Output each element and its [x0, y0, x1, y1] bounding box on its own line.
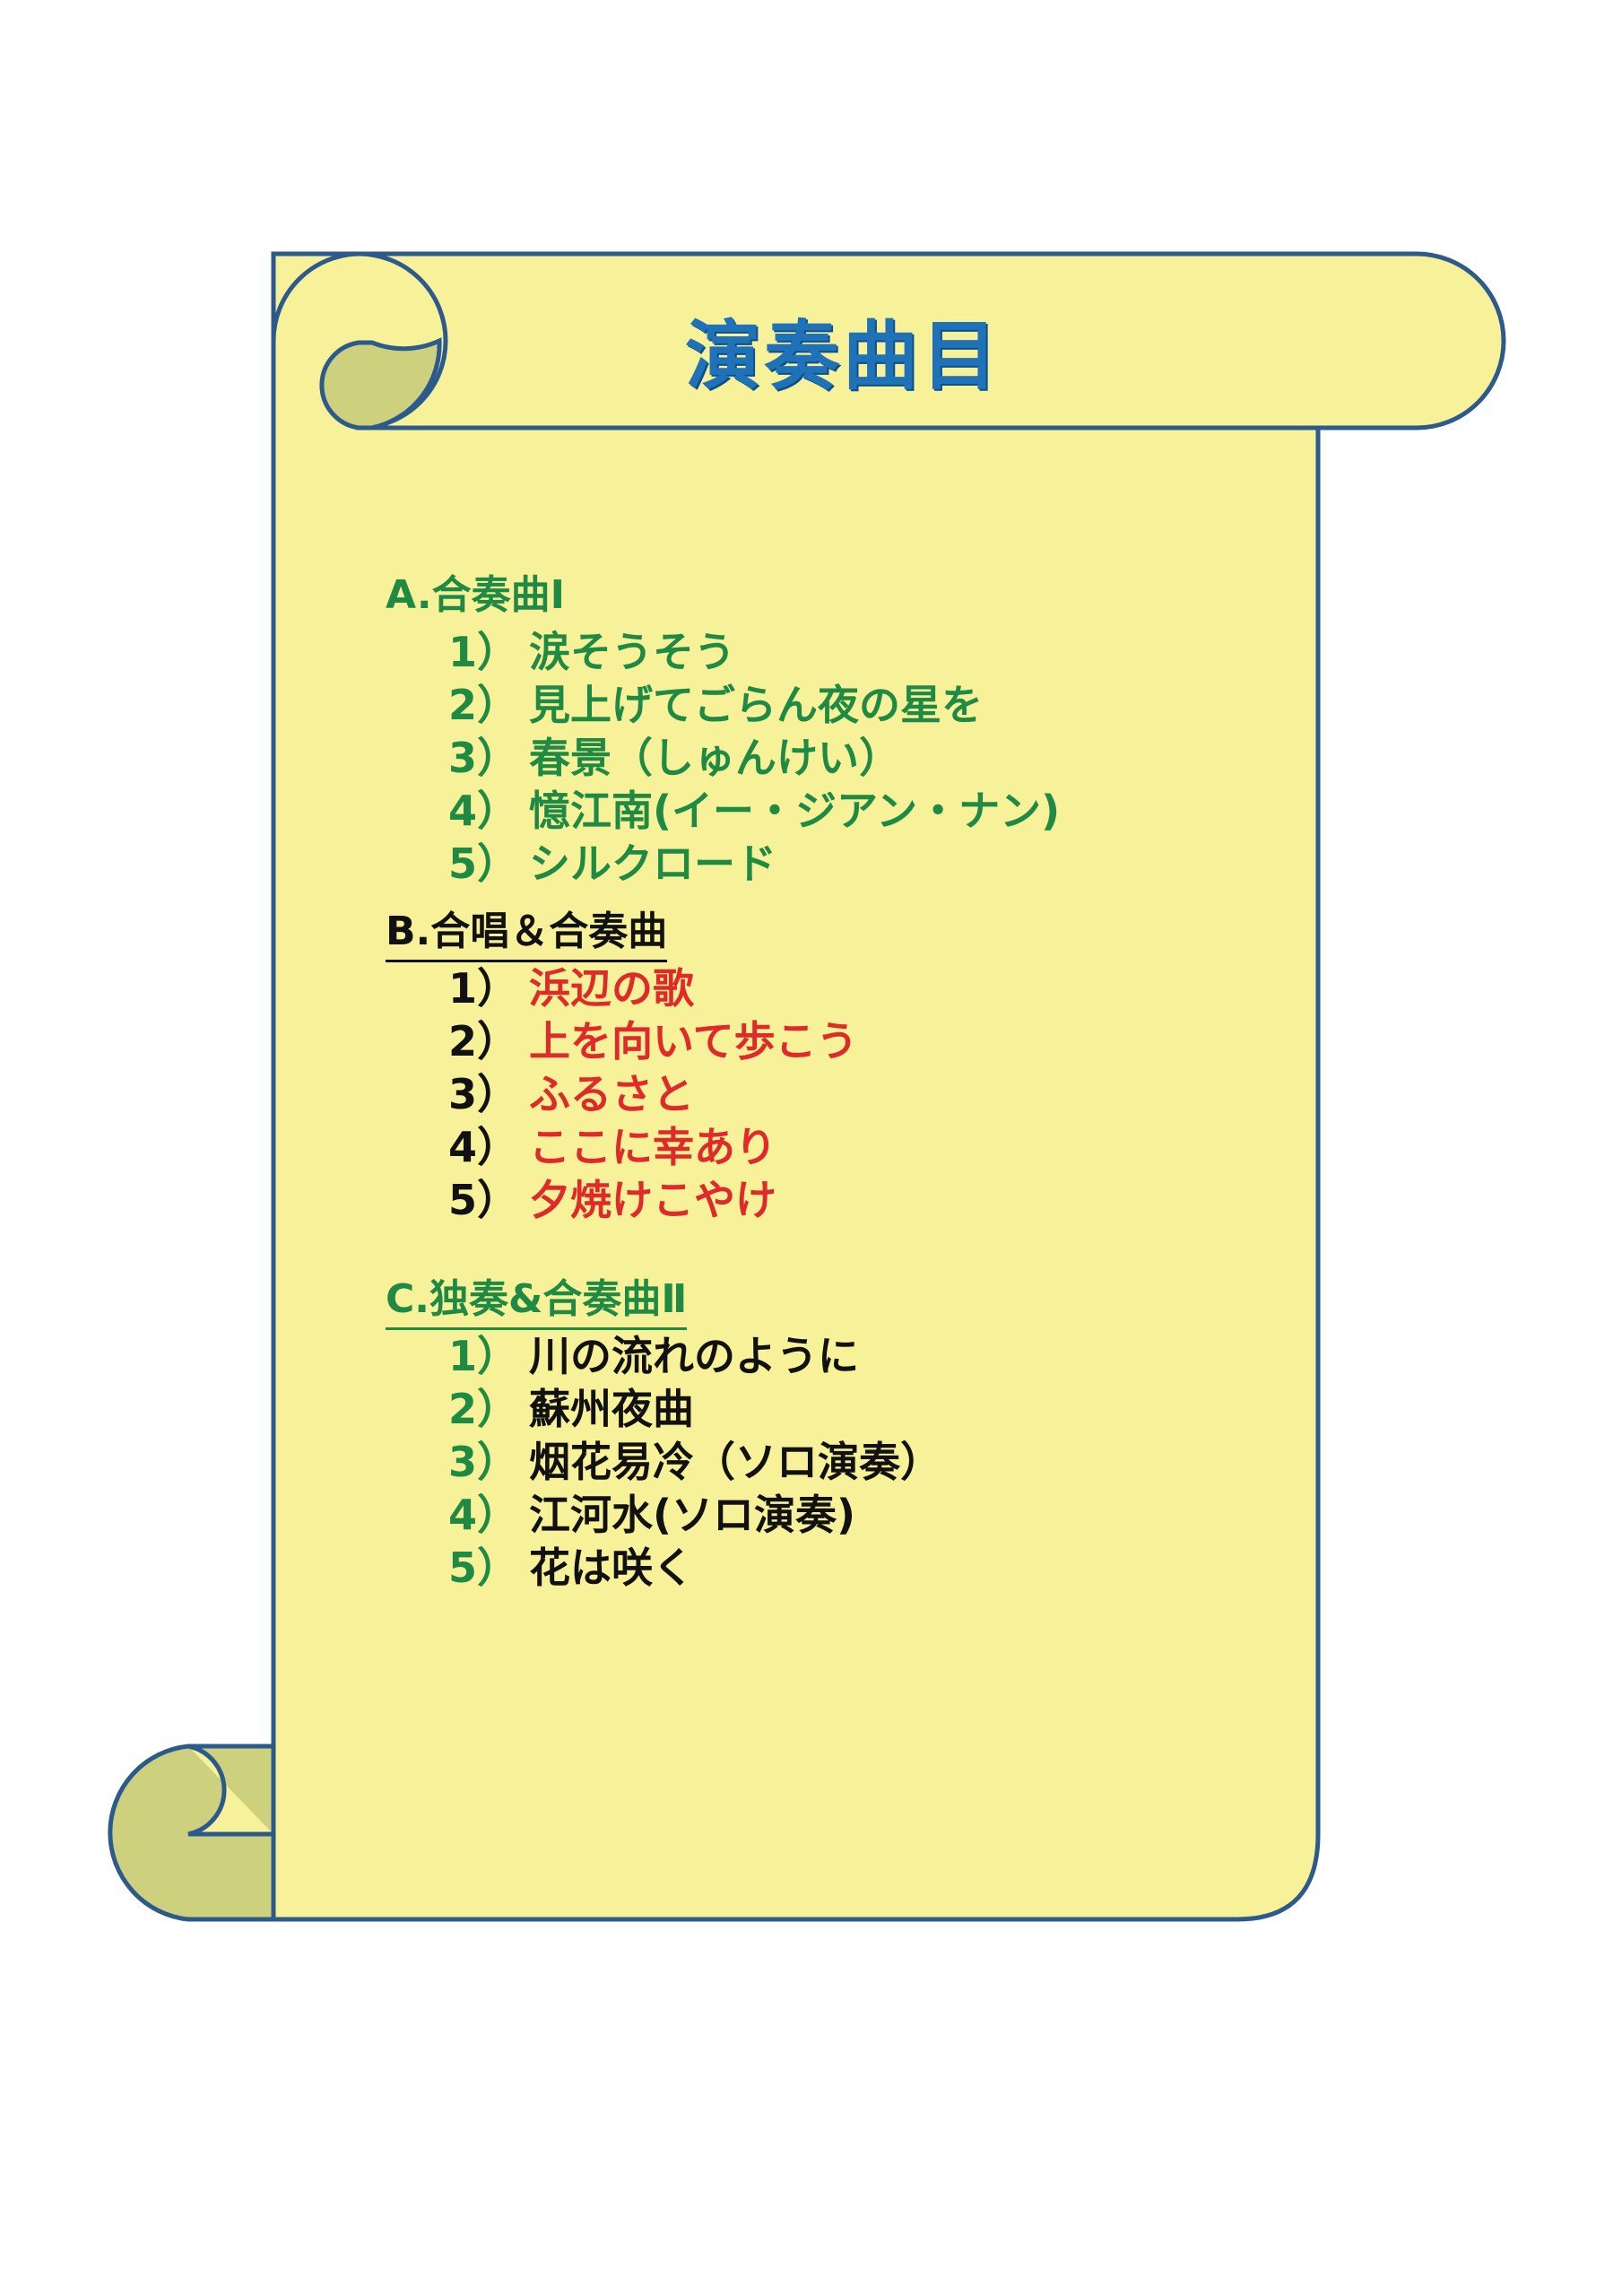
list-item: 4）憶江南(イー・ジアン・ナン): [448, 785, 1060, 838]
scroll-top-curl: [319, 337, 442, 430]
song-list: 1）浜辺の歌 2）上を向いて歩こう 3）ふるさと 4）ここに幸あり 5）夕焼けこ…: [386, 962, 858, 1227]
song-title: 春景（しゅんけい）: [529, 734, 900, 782]
song-title: 涙そうそう: [529, 628, 735, 676]
list-item: 1）川の流れのように: [448, 1330, 941, 1383]
list-item: 1）涙そうそう: [448, 626, 1060, 679]
item-number: 3）: [448, 1438, 519, 1486]
list-item: 2）上を向いて歩こう: [448, 1015, 858, 1068]
section-ensemble-1: A.合奏曲Ⅰ 1）涙そうそう 2）見上げてごらん夜の星を 3）春景（しゅんけい）…: [386, 570, 1060, 891]
section-heading: B.合唱＆合奏曲: [386, 906, 668, 962]
song-title: ふるさと: [529, 1070, 694, 1118]
item-number: 2）: [448, 1017, 519, 1065]
item-number: 4）: [448, 787, 519, 835]
song-title: 花は咲く: [529, 1544, 694, 1592]
item-number: 4）: [448, 1123, 519, 1171]
item-number: 2）: [448, 681, 519, 729]
song-title: 見上げてごらん夜の星を: [529, 681, 983, 729]
song-title: 川の流れのように: [529, 1332, 859, 1380]
item-number: 2）: [448, 1385, 519, 1433]
song-title: 蘇州夜曲: [529, 1385, 694, 1433]
song-title: 憶江南(イー・ジアン・ナン): [529, 787, 1061, 835]
item-number: 4）: [448, 1491, 519, 1539]
song-title: 夕焼けこやけ: [529, 1176, 776, 1224]
list-item: 5）シルクロード: [448, 838, 1060, 891]
list-item: 4）ここに幸あり: [448, 1121, 858, 1174]
list-item: 2）蘇州夜曲: [448, 1383, 941, 1436]
song-title: 浜辺の歌: [529, 964, 694, 1013]
list-item: 4）江河水(ソロ演奏): [448, 1489, 941, 1542]
item-number: 5）: [448, 1176, 519, 1224]
section-solo-ensemble-2: C.独奏&合奏曲Ⅱ 1）川の流れのように 2）蘇州夜曲 3）烟花易冷（ソロ演奏）…: [386, 1274, 941, 1595]
item-number: 1）: [448, 964, 519, 1013]
list-item: 3）春景（しゅんけい）: [448, 732, 1060, 785]
list-item: 2）見上げてごらん夜の星を: [448, 679, 1060, 732]
song-list: 1）涙そうそう 2）見上げてごらん夜の星を 3）春景（しゅんけい） 4）憶江南(…: [386, 626, 1060, 891]
section-heading: C.独奏&合奏曲Ⅱ: [386, 1274, 688, 1330]
scroll-body: [188, 251, 1321, 1922]
song-title: 烟花易冷（ソロ演奏）: [529, 1438, 941, 1486]
list-item: 5）夕焼けこやけ: [448, 1174, 858, 1227]
list-item: 3）ふるさと: [448, 1068, 858, 1121]
scroll-bottom-curl: [187, 1744, 273, 1837]
item-number: 3）: [448, 1070, 519, 1118]
song-title: 江河水(ソロ演奏): [529, 1491, 856, 1539]
item-number: 1）: [448, 1332, 519, 1380]
section-heading: A.合奏曲Ⅰ: [386, 572, 565, 618]
song-list: 1）川の流れのように 2）蘇州夜曲 3）烟花易冷（ソロ演奏） 4）江河水(ソロ演…: [386, 1330, 941, 1595]
page-title: 演奏曲目: [684, 312, 1001, 400]
song-title: 上を向いて歩こう: [529, 1017, 858, 1065]
scroll-top-banner: [356, 251, 1506, 430]
list-item: 5）花は咲く: [448, 1542, 941, 1595]
list-item: 3）烟花易冷（ソロ演奏）: [448, 1436, 941, 1489]
song-title: ここに幸あり: [529, 1123, 776, 1171]
section-chorus-ensemble: B.合唱＆合奏曲 1）浜辺の歌 2）上を向いて歩こう 3）ふるさと 4）ここに幸…: [386, 906, 858, 1227]
item-number: 5）: [448, 1544, 519, 1592]
item-number: 3）: [448, 734, 519, 782]
item-number: 5）: [448, 839, 519, 888]
song-title: シルクロード: [529, 839, 776, 888]
list-item: 1）浜辺の歌: [448, 962, 858, 1015]
item-number: 1）: [448, 628, 519, 676]
